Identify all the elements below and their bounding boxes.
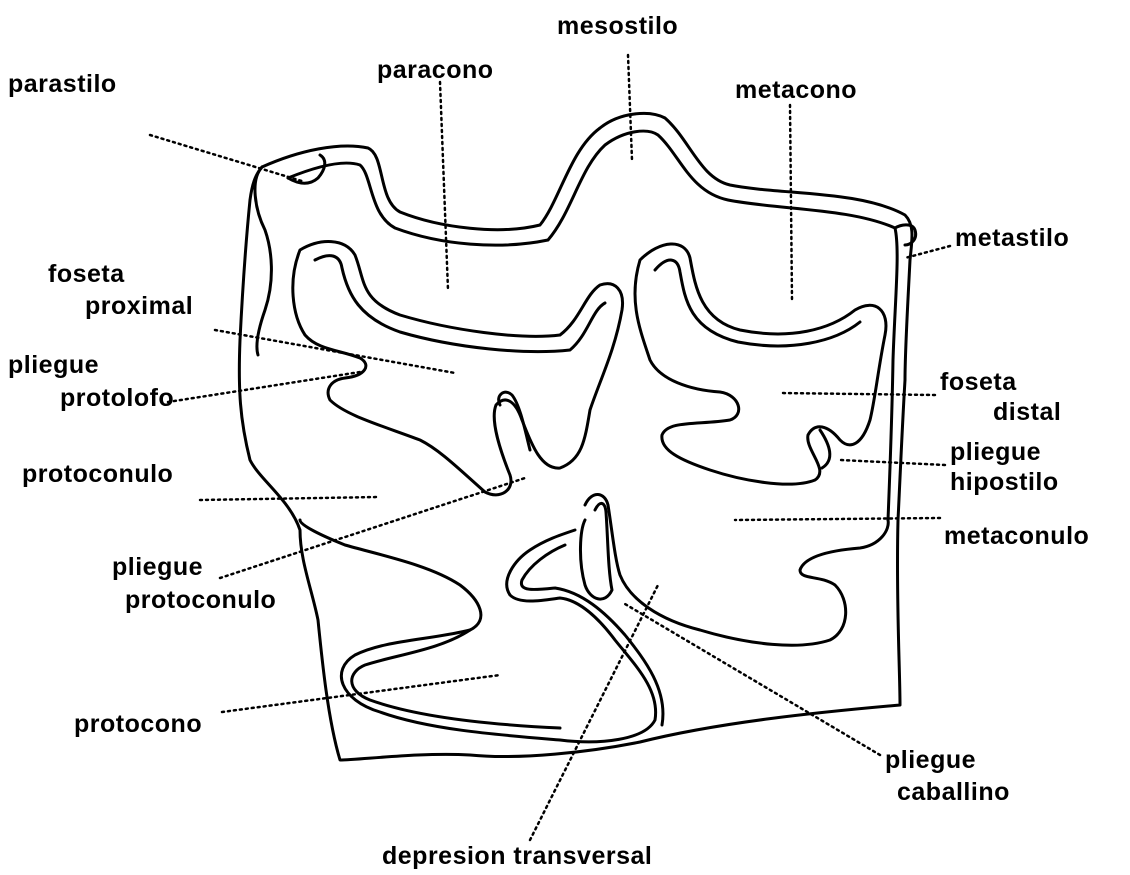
leader-foseta-distal: [780, 393, 935, 395]
label-metacono: metacono: [735, 78, 857, 103]
leader-paracono: [440, 82, 448, 290]
parastilo-loop: [255, 167, 271, 355]
leader-pliegue-protolofo: [168, 372, 360, 402]
label-paracono: paracono: [377, 58, 494, 83]
label-pliegue-protolofo-line2: protolofo: [60, 386, 174, 411]
leader-metaconulo: [735, 518, 940, 520]
leader-depresion-transversal: [530, 585, 658, 840]
label-pliegue-protoconulo-line1: pliegue: [112, 555, 203, 580]
label-parastilo: parastilo: [8, 72, 117, 97]
protocono-lobe: [300, 520, 656, 742]
pliegue-caballino-fold: [585, 494, 888, 645]
label-foseta-distal-line1: foseta: [940, 370, 1017, 395]
label-foseta-proximal-line2: proximal: [85, 294, 193, 319]
leader-protocono: [222, 675, 500, 712]
label-foseta-proximal-line1: foseta: [48, 262, 125, 287]
label-foseta-distal-line2: distal: [993, 400, 1061, 425]
label-protoconulo: protoconulo: [22, 462, 173, 487]
leader-pliegue-hipostilo: [840, 460, 945, 465]
pliegue-hipostilo: [820, 430, 830, 468]
foseta-distal: [635, 244, 886, 484]
foseta-proximal: [293, 242, 623, 495]
label-pliegue-protoconulo-line2: protoconulo: [125, 588, 276, 613]
label-pliegue-hipostilo-line2: hipostilo: [950, 470, 1059, 495]
label-mesostilo: mesostilo: [557, 14, 678, 39]
label-metaconulo: metaconulo: [944, 524, 1089, 549]
label-pliegue-hipostilo-line1: pliegue: [950, 440, 1041, 465]
label-pliegue-caballino-line2: caballino: [897, 780, 1010, 805]
label-depresion-transversal: depresion transversal: [382, 844, 652, 869]
leader-protoconulo: [200, 497, 378, 500]
label-metastilo: metastilo: [955, 226, 1069, 251]
leader-pliegue-protoconulo: [220, 478, 525, 578]
tooth-inner-outline: [288, 131, 897, 520]
leader-mesostilo: [628, 55, 632, 160]
label-pliegue-caballino-line1: pliegue: [885, 748, 976, 773]
leader-metacono: [790, 105, 792, 300]
label-pliegue-protolofo-line1: pliegue: [8, 353, 99, 378]
label-protocono: protocono: [74, 712, 202, 737]
